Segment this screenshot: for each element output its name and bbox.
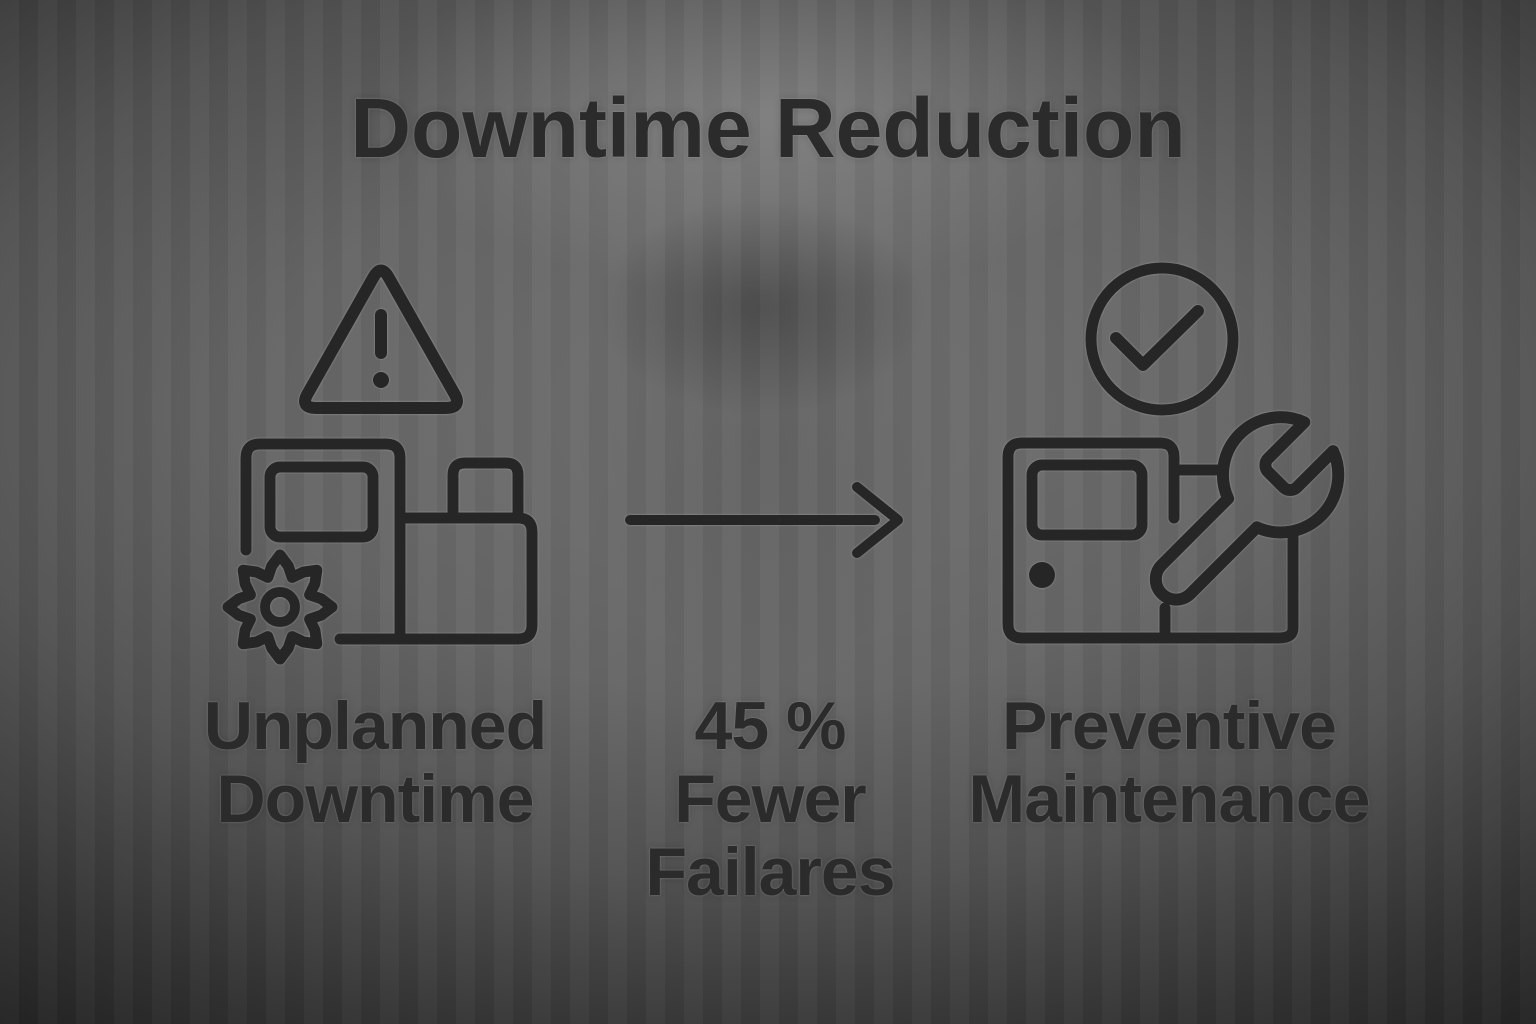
right-label: Preventive Maintenance <box>929 690 1409 836</box>
stat-line3: Failares <box>645 834 895 910</box>
left-label-line1: Unplanned <box>203 688 547 764</box>
stat-value: 45 % <box>694 688 847 764</box>
right-label-line2: Maintenance <box>968 761 1371 837</box>
left-label-line2: Downtime <box>216 761 535 837</box>
arrow-right-icon <box>625 482 903 558</box>
machine-with-wrench-icon <box>1002 411 1345 644</box>
check-circle-icon <box>1085 262 1239 416</box>
right-label-line1: Preventive <box>1002 688 1337 764</box>
warning-triangle-icon <box>299 264 463 414</box>
page-title: Downtime Reduction <box>350 81 1186 175</box>
left-label: Unplanned Downtime <box>145 690 605 836</box>
stat-line2: Fewer <box>674 761 867 837</box>
machine-with-gear-icon <box>222 438 538 665</box>
stat-label: 45 % Fewer Failares <box>560 690 980 909</box>
